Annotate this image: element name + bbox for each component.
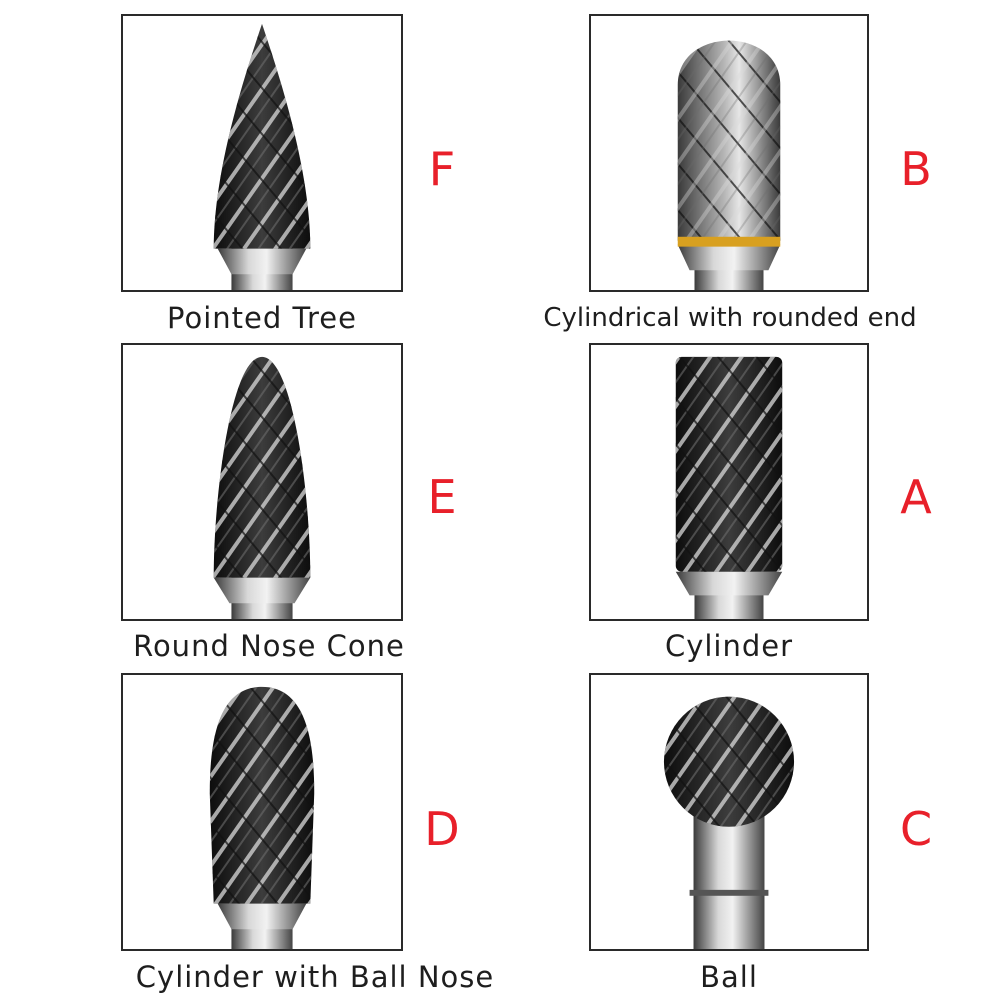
burr-round-nose-cone-image bbox=[213, 356, 311, 619]
image-cylindrical-rounded-end bbox=[589, 14, 869, 292]
label-letter-a: A bbox=[900, 470, 932, 524]
image-round-nose-cone bbox=[121, 343, 403, 621]
caption-cylinder-ball-nose: Cylinder with Ball Nose bbox=[135, 960, 495, 994]
burr-cylinder-ball-nose-image bbox=[209, 686, 315, 949]
label-letter-f: F bbox=[428, 142, 456, 196]
image-ball bbox=[589, 673, 869, 951]
image-pointed-tree bbox=[121, 14, 403, 292]
caption-round-nose-cone: Round Nose Cone bbox=[133, 629, 405, 663]
caption-cylinder: Cylinder bbox=[664, 629, 794, 663]
burr-ball-image bbox=[663, 696, 795, 949]
label-letter-b: B bbox=[900, 142, 932, 196]
caption-pointed-tree: Pointed Tree bbox=[167, 301, 357, 335]
caption-cylindrical-rounded-end: Cylindrical with rounded end bbox=[543, 303, 917, 333]
image-cylinder bbox=[589, 343, 869, 621]
burr-pointed-tree-image bbox=[213, 23, 311, 290]
label-letter-d: D bbox=[424, 802, 460, 856]
image-cylinder-ball-nose bbox=[121, 673, 403, 951]
label-letter-e: E bbox=[427, 470, 457, 524]
burr-cylindrical-rounded-image bbox=[677, 40, 781, 290]
burr-cylinder-image bbox=[675, 356, 783, 619]
label-letter-c: C bbox=[899, 802, 933, 856]
caption-ball: Ball bbox=[700, 960, 758, 994]
